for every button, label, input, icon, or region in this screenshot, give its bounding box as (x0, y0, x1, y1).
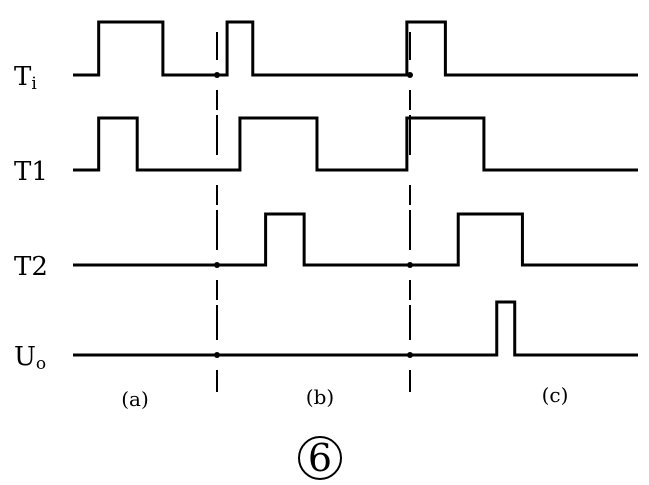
waveform-ti (73, 20, 638, 77)
signal-label-uo: Uo (14, 342, 46, 374)
signal-label-ti: Ti (14, 62, 37, 94)
region-dividers (214, 32, 413, 392)
waveforms (73, 20, 638, 357)
junction-dot (407, 72, 413, 78)
signal-label-t1: T1 (14, 157, 48, 187)
region-label-a: (a) (121, 387, 149, 411)
signal-label-t2: T2 (14, 252, 48, 282)
figure-number-circle (298, 436, 342, 480)
region-label-b: (b) (306, 385, 334, 409)
figure-number: 6 (298, 436, 342, 480)
signal-labels: Ti T1 T2 Uo (14, 62, 48, 374)
region-label-c: (c) (542, 383, 569, 407)
waveform-t1 (73, 116, 638, 172)
waveform-uo (73, 300, 638, 357)
region-labels: (a) (b) (c) (121, 383, 568, 411)
waveform-t2 (73, 212, 638, 267)
figure-number-text: 6 (308, 436, 332, 480)
